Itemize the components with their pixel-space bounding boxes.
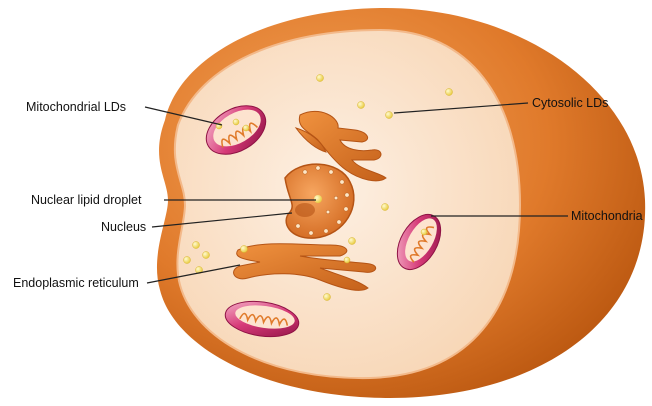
label-mitochondrial-lds: Mitochondrial LDs — [26, 100, 126, 114]
label-endoplasmic-reticulum: Endoplasmic reticulum — [13, 276, 139, 290]
label-mitochondria: Mitochondria — [571, 209, 643, 223]
label-nucleus: Nucleus — [101, 220, 146, 234]
label-nuclear-lipid-droplet: Nuclear lipid droplet — [31, 193, 141, 207]
label-cytosolic-lds: Cytosolic LDs — [532, 96, 608, 110]
